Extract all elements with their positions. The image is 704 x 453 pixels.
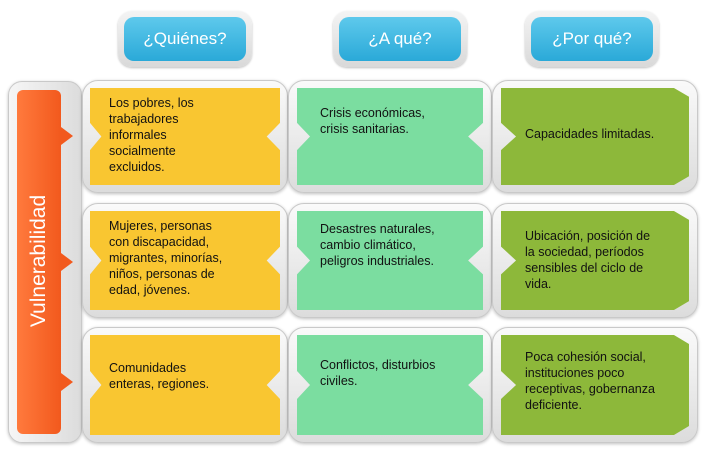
row-1-quienes-line: trabajadores [109,112,179,126]
row-3-a-que-line: Conflictos, disturbios [320,358,436,372]
row-3-quienes-box: Comunidades enteras, regiones. [90,335,280,435]
row-2-quienes-line: migrantes, minorías, [109,251,223,265]
row-2-por-que-line: sensibles del ciclo de [525,261,644,275]
row-3-por-que-line: Poca cohesión social, [525,350,646,364]
row-1-por-que-box: Capacidades limitadas. [501,88,689,185]
row-1-quienes-line: informales [109,128,167,142]
row-2-quienes-line: Mujeres, personas [109,219,212,233]
row-1-quienes-box: Los pobres, los trabajadores informales … [90,88,280,185]
row-2-quienes-box: Mujeres, personas con discapacidad, migr… [90,211,280,310]
header-a-que: ¿A qué? [339,17,461,61]
vulnerabilidad-label: Vulnerabilidad [27,194,50,328]
row-2-por-que-box: Ubicación, posición de la sociedad, perí… [501,211,689,310]
vulnerabilidad-bar [17,90,61,434]
row-3-a-que-line: civiles. [320,374,358,388]
row-2-por-que-line: la sociedad, períodos [525,245,644,259]
row-2-por-que-line: vida. [525,277,552,291]
row-1-quienes-line: excluidos. [109,160,165,174]
row-3-a-que-box: Conflictos, disturbios civiles. [297,335,483,435]
row-3-por-que-line: instituciones poco [525,366,625,380]
row-2-quienes-line: con discapacidad, [109,235,210,249]
row-3-por-que-line: deficiente. [525,398,582,412]
row-3-quienes-line: enteras, regiones. [109,377,210,391]
row-3-quienes-line: Comunidades [109,361,187,375]
row-2-quienes-line: niños, personas de [109,267,215,281]
row-3-por-que-line: receptivas, gobernanza [525,382,655,396]
header-quienes-frame: ¿Quiénes? [118,11,252,67]
side-arrow-row-3 [61,373,73,391]
row-2-a-que-line: Desastres naturales, [320,222,435,236]
row-1-a-que-line: Crisis económicas, [320,106,425,120]
header-por-que: ¿Por qué? [531,17,653,61]
row-2-a-que-line: peligros industriales. [320,254,434,268]
row-1-a-que-line: crisis sanitarias. [320,122,409,136]
row-1-a-que-box: Crisis económicas, crisis sanitarias. [297,88,483,185]
side-arrow-row-2 [61,253,73,271]
row-2-por-que-line: Ubicación, posición de [525,229,651,243]
side-arrow-row-1 [61,127,73,145]
row-3-por-que-box: Poca cohesión social, instituciones poco… [501,335,689,435]
header-por-que-frame: ¿Por qué? [525,11,659,67]
row-2-a-que-box: Desastres naturales, cambio climático, p… [297,211,483,310]
row-1-por-que-line: Capacidades limitadas. [525,126,655,141]
header-quienes: ¿Quiénes? [124,17,246,61]
header-a-que-frame: ¿A qué? [333,11,467,67]
row-1-quienes-line: Los pobres, los [109,96,194,110]
row-2-quienes-line: edad, jóvenes. [109,283,191,297]
row-1-quienes-line: socialmente [109,144,176,158]
row-2-a-que-line: cambio climático, [320,238,416,252]
